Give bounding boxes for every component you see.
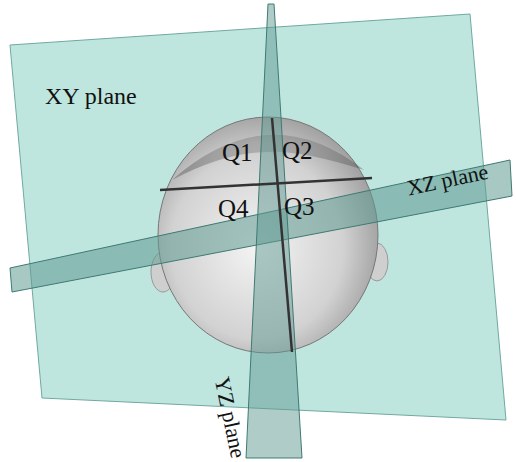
plane-label: XY plane	[45, 84, 137, 108]
quadrant-label: Q2	[282, 138, 313, 163]
quadrant-label: Q4	[218, 196, 249, 221]
quadrant-label: Q1	[222, 140, 253, 165]
quadrant-label: Q3	[284, 194, 315, 219]
